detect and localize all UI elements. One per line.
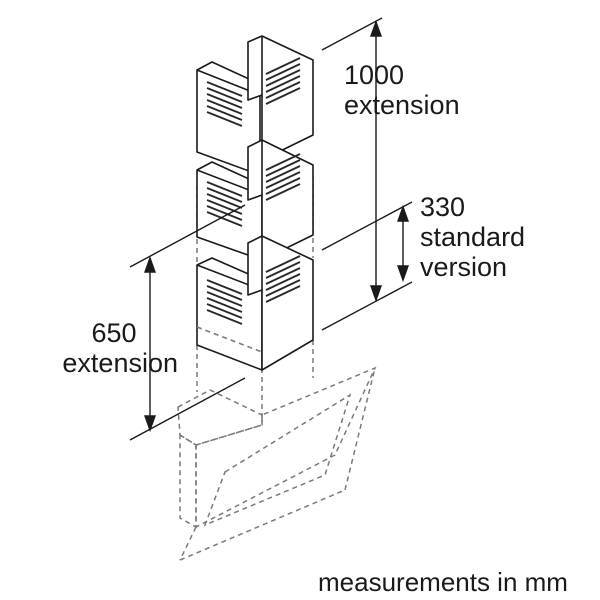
hood-outline — [177, 366, 377, 561]
dimension-label-1000-extension: 1000 extension — [344, 60, 460, 120]
dimension-value: 330 — [420, 192, 466, 222]
cover-section-top — [196, 35, 314, 176]
grille-middle-right — [265, 153, 301, 201]
dimension-label-650-extension: 650 extension — [50, 318, 178, 378]
dimension-caption-line1: standard — [420, 222, 526, 252]
grille-top-left — [206, 81, 243, 127]
cover-section-bottom — [196, 235, 314, 371]
grille-top-right — [265, 57, 301, 105]
grille-middle-left — [206, 181, 243, 227]
dimension-label-330-standard: 330 standard version — [420, 192, 525, 282]
dimension-value: 1000 — [344, 60, 405, 90]
grille-bottom-right — [265, 255, 301, 303]
dimension-caption: extension — [62, 348, 178, 378]
units-footer: measurements in mm — [318, 567, 568, 597]
vent-grilles — [206, 57, 301, 325]
dimension-lines — [129, 17, 413, 441]
dimension-caption: extension — [344, 90, 460, 120]
grille-bottom-left — [206, 279, 243, 325]
dimension-value: 650 — [91, 318, 137, 348]
dimension-caption-line2: version — [420, 252, 508, 282]
